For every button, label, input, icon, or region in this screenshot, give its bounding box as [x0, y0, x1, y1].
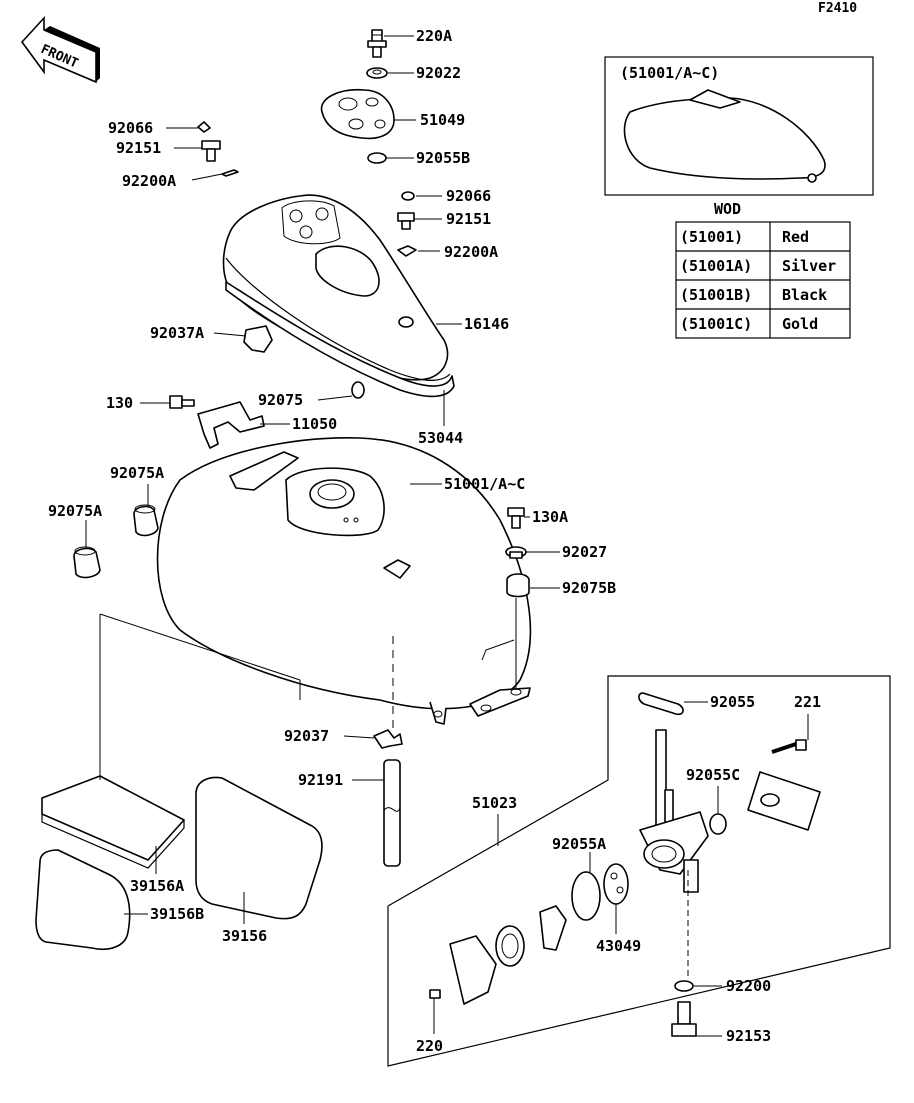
color-table-color: Red: [782, 228, 809, 246]
inset-label: (51001/A~C): [620, 64, 719, 82]
figure-code: F2410: [818, 1, 857, 16]
callout-92200: 92200: [726, 977, 771, 995]
washer-92200: [674, 980, 694, 992]
callout-92200A-right: 92200A: [444, 243, 498, 261]
callout-92055A: 92055A: [552, 835, 606, 853]
pad-39156B: [35, 849, 131, 950]
callout-92191: 92191: [298, 771, 343, 789]
bolt-220A: [367, 29, 387, 58]
cushion-92075A-upper: [133, 504, 159, 537]
grommet-92075: [351, 381, 365, 399]
callout-220: 220: [416, 1037, 443, 1055]
callout-92055B: 92055B: [416, 149, 470, 167]
washer-ring: [495, 925, 525, 967]
pad-39156: [195, 776, 323, 920]
callout-39156A: 39156A: [130, 877, 184, 895]
callout-51001: 51001/A~C: [444, 475, 525, 493]
o-ring-92055B: [367, 152, 387, 164]
gasket-43049: [603, 863, 629, 905]
washer-92022: [366, 67, 388, 79]
inset-tank: [623, 89, 826, 183]
leader-lines: [85, 35, 809, 1037]
callout-16146: 16146: [464, 315, 509, 333]
color-table-part: (51001): [680, 228, 743, 246]
screw-220: [429, 989, 441, 999]
grommet-92075B: [506, 573, 530, 598]
lever-knob: [539, 905, 567, 951]
callout-92022: 92022: [416, 64, 461, 82]
cover-plate-92055C-side: [747, 771, 821, 831]
tank-cap-cover-51049: [320, 88, 395, 140]
fuel-tank-51001: [156, 437, 532, 725]
callout-11050: 11050: [292, 415, 337, 433]
callout-92075A-lower: 92075A: [48, 502, 102, 520]
front-arrow-icon: FRONT: [20, 15, 100, 84]
o-ring-92055C: [709, 813, 727, 835]
callout-92055C: 92055C: [686, 766, 740, 784]
callout-92151-right: 92151: [446, 210, 491, 228]
callout-92037: 92037: [284, 727, 329, 745]
cushion-92075A-lower: [73, 546, 101, 579]
color-table-part: (51001A): [680, 257, 752, 275]
color-table-header: WOD: [714, 200, 741, 218]
callout-39156B: 39156B: [150, 905, 204, 923]
callout-92037A: 92037A: [150, 324, 204, 342]
lever-plate: [449, 935, 497, 1005]
pad-liner-53044: [225, 281, 455, 398]
callout-92066-left: 92066: [108, 119, 153, 137]
pad-39156A: [41, 775, 185, 869]
fuel-cock-body: [639, 729, 709, 893]
tank-pad-16146: [222, 194, 451, 381]
bolt-92153: [671, 1001, 697, 1037]
callout-92066-right: 92066: [446, 187, 491, 205]
callout-92055: 92055: [710, 693, 755, 711]
color-table-part: (51001C): [680, 315, 752, 333]
inset-box: [604, 56, 874, 196]
color-table-color: Silver: [782, 257, 836, 275]
callout-92075B: 92075B: [562, 579, 616, 597]
o-ring-92055A: [571, 871, 601, 921]
callout-92151-left: 92151: [116, 139, 161, 157]
callout-92200A-left: 92200A: [122, 172, 176, 190]
callout-130A: 130A: [532, 508, 568, 526]
callout-51049: 51049: [420, 111, 465, 129]
callout-39156: 39156: [222, 927, 267, 945]
clip-92037A: [243, 325, 273, 353]
screw-92151-right: [397, 212, 415, 230]
callout-221: 221: [794, 693, 821, 711]
color-table: (51001) Red (51001A) Silver (51001B) Bla…: [675, 221, 851, 339]
callout-92075: 92075: [258, 391, 303, 409]
washer-92027: [505, 546, 527, 559]
clip-92037: [373, 729, 403, 749]
gasket-92055: [638, 692, 684, 716]
callout-51023: 51023: [472, 794, 517, 812]
washer-92200A-right: [397, 245, 417, 257]
color-table-color: Gold: [782, 315, 818, 333]
clip-92066-left: [197, 121, 211, 133]
tube-92191: [383, 759, 401, 867]
screw-221: [771, 739, 807, 754]
callout-220A: 220A: [416, 27, 452, 45]
clip-92066-right: [401, 191, 415, 201]
bolt-130A: [507, 507, 525, 529]
callout-130: 130: [106, 394, 133, 412]
washer-92200A-left: [221, 169, 239, 177]
callout-92153: 92153: [726, 1027, 771, 1045]
callout-43049: 43049: [596, 937, 641, 955]
color-table-part: (51001B): [680, 286, 752, 304]
bolt-130: [169, 395, 195, 409]
callout-92075A-upper: 92075A: [110, 464, 164, 482]
color-table-color: Black: [782, 286, 827, 304]
callout-92027: 92027: [562, 543, 607, 561]
bracket-11050: [197, 401, 265, 449]
callout-53044: 53044: [418, 429, 463, 447]
screw-92151-left: [201, 140, 221, 162]
